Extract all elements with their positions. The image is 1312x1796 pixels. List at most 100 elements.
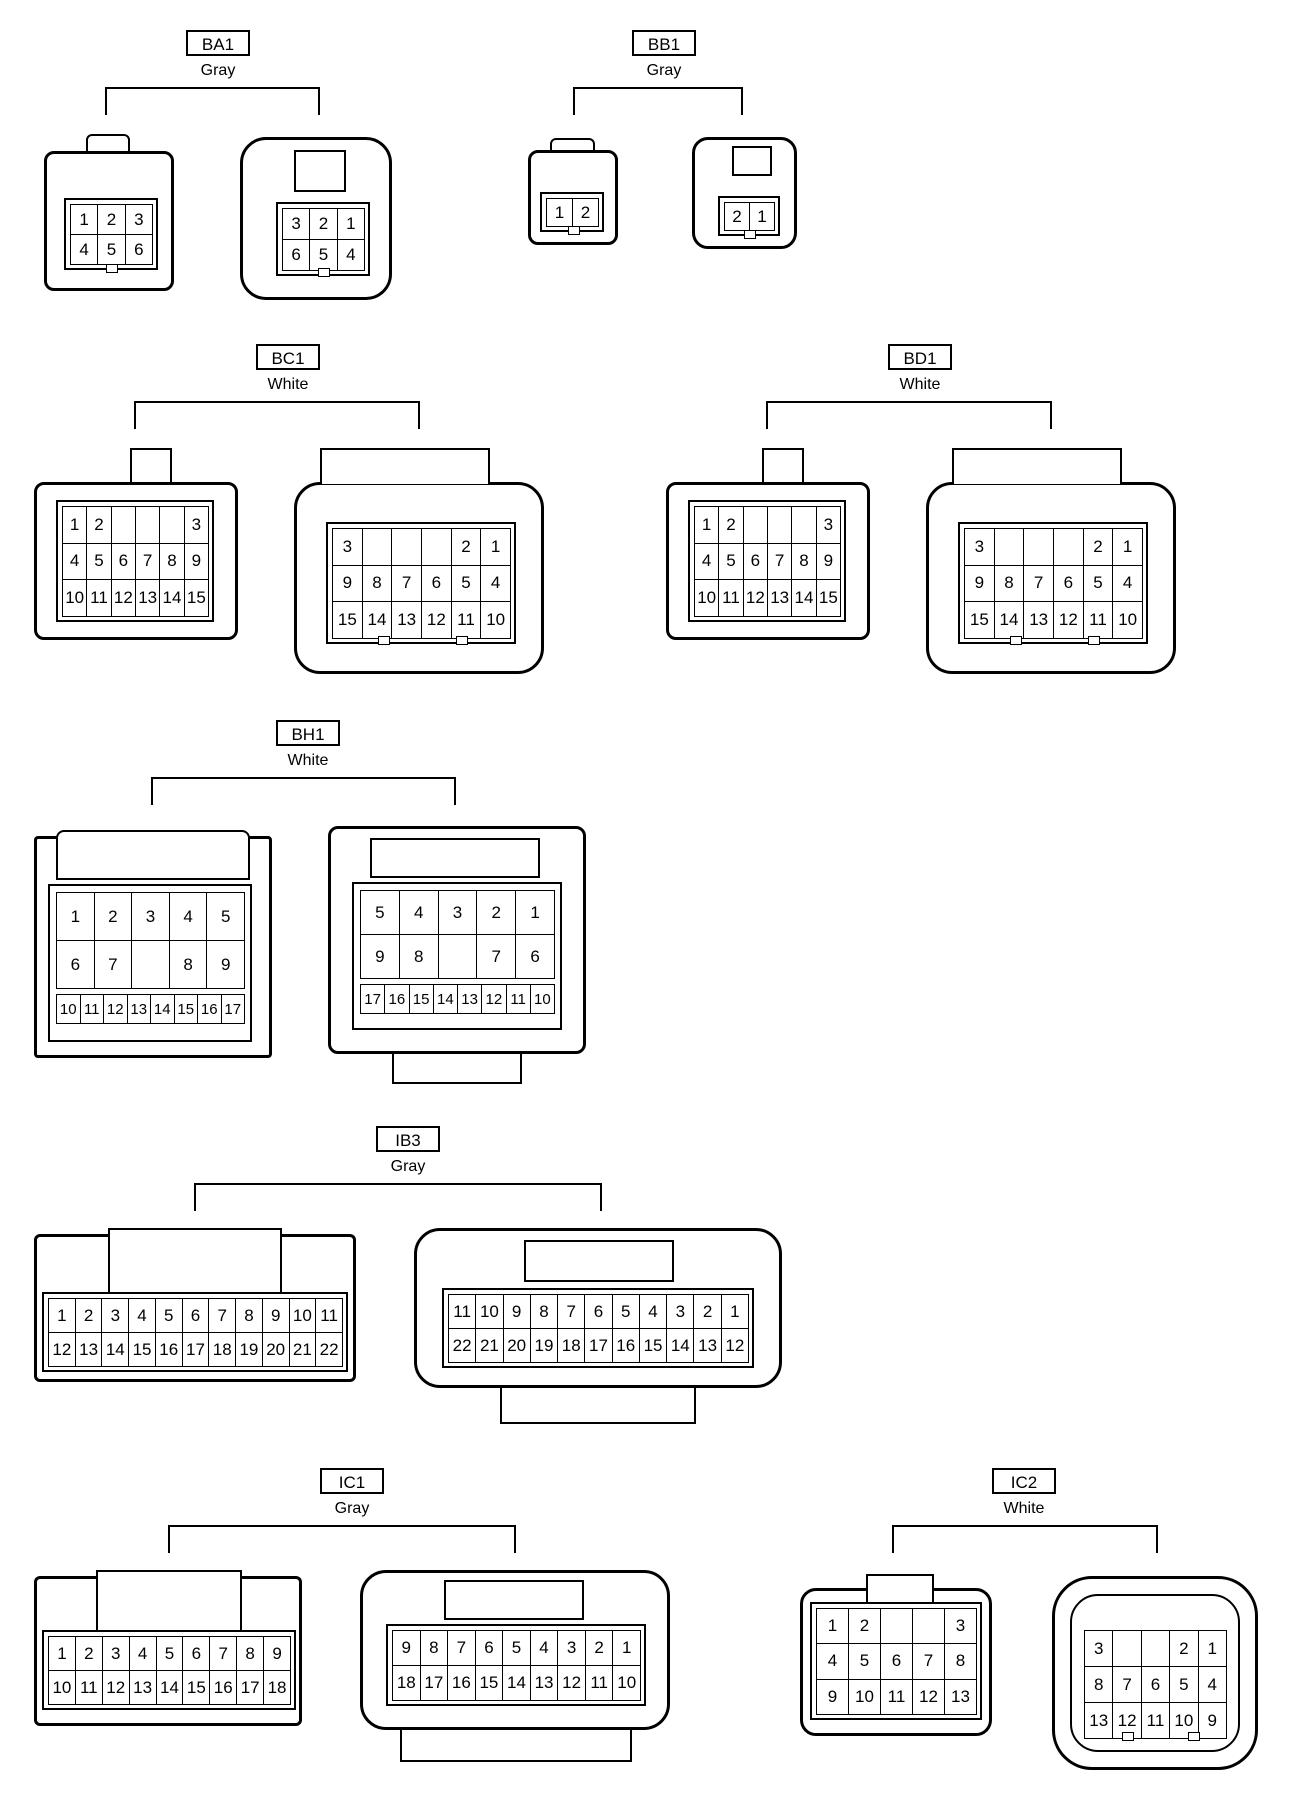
- pin-10: 10: [475, 1294, 504, 1329]
- pin-13: 13: [128, 1670, 157, 1705]
- pin-17: 17: [181, 1332, 210, 1367]
- connector-bracket-bd1: [766, 401, 1052, 429]
- pin-6: 6: [474, 1630, 504, 1666]
- pin-6: 6: [1140, 1666, 1171, 1703]
- locking-tab: [952, 448, 1122, 484]
- pin-2: 2: [584, 1630, 614, 1666]
- pin-5: 5: [1082, 564, 1114, 603]
- pin-8: 8: [235, 1298, 263, 1333]
- pin-15: 15: [183, 579, 209, 617]
- pin-12: 12: [481, 984, 507, 1014]
- pin-8: 8: [398, 934, 439, 979]
- pin-3: 3: [282, 208, 311, 240]
- pin-21: 21: [475, 1328, 504, 1363]
- pin-7: 7: [208, 1298, 237, 1333]
- pin-19: 19: [529, 1328, 559, 1363]
- pin-7: 7: [767, 542, 793, 581]
- pin-11: 11: [450, 601, 482, 639]
- connector-bracket-bc1: [134, 401, 420, 429]
- pin-11: 11: [584, 1665, 614, 1701]
- pin-2: 2: [693, 1294, 722, 1329]
- pin-12: 12: [557, 1665, 586, 1701]
- connector-color-bd1: White: [899, 376, 941, 393]
- pin-2: 2: [74, 1636, 103, 1671]
- pin-15: 15: [332, 601, 363, 639]
- pin-20: 20: [502, 1328, 531, 1363]
- pin-17: 17: [584, 1328, 613, 1363]
- pin-17: 17: [360, 984, 386, 1014]
- locking-tab: [524, 1240, 674, 1282]
- pin-20: 20: [261, 1332, 290, 1367]
- pin-22: 22: [315, 1332, 343, 1367]
- polarity-key: [568, 226, 580, 235]
- pin-4: 4: [694, 542, 720, 581]
- pin-6: 6: [110, 542, 136, 581]
- pin-9: 9: [1197, 1702, 1227, 1739]
- pin-3: 3: [557, 1630, 586, 1666]
- pin-7: 7: [93, 940, 133, 989]
- latch-slot: [1140, 1630, 1171, 1667]
- connector-bracket-bb1: [573, 87, 743, 115]
- pin-12: 12: [421, 601, 452, 639]
- pin-8: 8: [159, 542, 185, 581]
- pin-5: 5: [154, 1298, 183, 1333]
- pin-6: 6: [181, 1298, 210, 1333]
- pin-6: 6: [421, 564, 452, 603]
- pin-9: 9: [261, 1298, 290, 1333]
- pin-5: 5: [97, 234, 126, 265]
- pin-3: 3: [666, 1294, 695, 1329]
- pin-16: 16: [447, 1665, 476, 1701]
- pin-13: 13: [74, 1332, 103, 1367]
- pin-13: 13: [135, 579, 161, 617]
- connector-color-bb1: Gray: [646, 62, 682, 79]
- connector-code-ib3: IB3: [376, 1126, 440, 1152]
- pin-11: 11: [718, 579, 744, 617]
- pin-8: 8: [236, 1636, 265, 1671]
- pin-5: 5: [309, 239, 338, 271]
- pin-2: 2: [724, 202, 750, 231]
- connector-bracket-ib3: [194, 1183, 602, 1211]
- pin-9: 9: [964, 564, 995, 603]
- pin-13: 13: [1084, 1702, 1114, 1739]
- pin-11: 11: [79, 994, 104, 1024]
- pin-15: 15: [408, 984, 434, 1014]
- pin-8: 8: [529, 1294, 559, 1329]
- pin-13: 13: [944, 1678, 977, 1715]
- pin-14: 14: [150, 994, 175, 1024]
- pin-14: 14: [432, 984, 458, 1014]
- latch-slot: [391, 528, 422, 566]
- pin-13: 13: [1023, 601, 1054, 639]
- pin-6: 6: [880, 1643, 913, 1680]
- pin-8: 8: [791, 542, 817, 581]
- pin-12: 12: [103, 994, 128, 1024]
- pin-1: 1: [48, 1636, 76, 1671]
- pin-7: 7: [1023, 564, 1054, 603]
- locking-tab: [108, 1228, 282, 1298]
- pin-4: 4: [529, 1630, 559, 1666]
- pin-4: 4: [62, 542, 88, 581]
- pin-21: 21: [288, 1332, 317, 1367]
- pin-2: 2: [476, 890, 517, 935]
- pin-14: 14: [791, 579, 817, 617]
- pin-13: 13: [391, 601, 422, 639]
- pin-2: 2: [93, 892, 133, 941]
- pin-7: 7: [135, 542, 161, 581]
- pin-6: 6: [584, 1294, 613, 1329]
- pin-3: 3: [131, 892, 170, 941]
- pin-3: 3: [124, 204, 153, 235]
- pin-9: 9: [392, 1630, 421, 1666]
- latch-slot: [421, 528, 452, 566]
- pin-12: 12: [110, 579, 136, 617]
- pin-10: 10: [612, 1665, 641, 1701]
- pin-1: 1: [694, 506, 720, 544]
- pin-22: 22: [448, 1328, 477, 1363]
- pin-6: 6: [182, 1636, 211, 1671]
- pin-4: 4: [128, 1298, 156, 1333]
